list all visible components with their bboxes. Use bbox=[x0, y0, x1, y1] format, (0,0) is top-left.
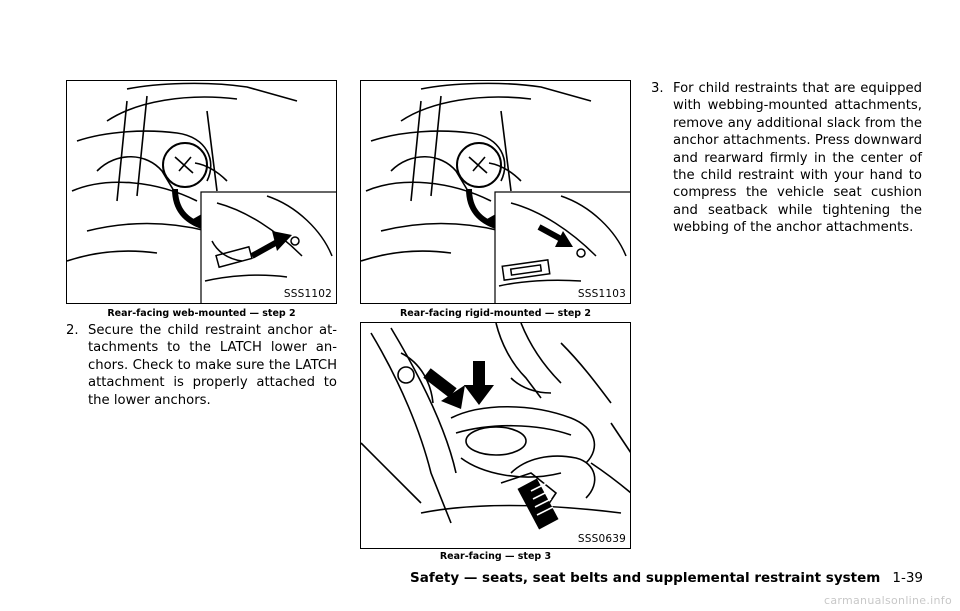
step-3: 3. For child restraints that are equippe… bbox=[651, 80, 922, 237]
page-footer: Safety — seats, seat belts and supplemen… bbox=[410, 570, 923, 586]
step-text: Secure the child restraint anchor at- ta… bbox=[88, 323, 337, 408]
figure-caption: Rear-facing web-mounted — step 2 bbox=[107, 308, 296, 319]
figure-web-mounted: SSS1102 bbox=[66, 80, 337, 304]
seat-latch-illustration bbox=[67, 82, 336, 303]
watermark: carmanualsonline.info bbox=[823, 594, 952, 607]
figure-code: SSS1102 bbox=[283, 288, 332, 300]
figure-step-3: SSS0639 bbox=[360, 322, 631, 549]
step-number: 2. bbox=[66, 323, 79, 338]
seat-latch-illustration bbox=[361, 82, 630, 303]
footer-section-title: Safety — seats, seat belts and supplemen… bbox=[410, 570, 881, 586]
step-text: For child restraints that are equipped w… bbox=[673, 81, 922, 236]
figure-rigid-mounted: SSS1103 bbox=[360, 80, 631, 304]
figure-code: SSS1103 bbox=[577, 288, 626, 300]
figure-code: SSS0639 bbox=[577, 533, 626, 545]
step-number: 3. bbox=[651, 81, 664, 96]
step-2: 2. Secure the child restraint anchor at-… bbox=[66, 322, 337, 409]
page-number: 1-39 bbox=[892, 570, 923, 586]
figure-caption: Rear-facing — step 3 bbox=[439, 551, 552, 562]
figure-caption: Rear-facing rigid-mounted — step 2 bbox=[399, 308, 592, 319]
compress-seat-illustration bbox=[361, 323, 630, 530]
